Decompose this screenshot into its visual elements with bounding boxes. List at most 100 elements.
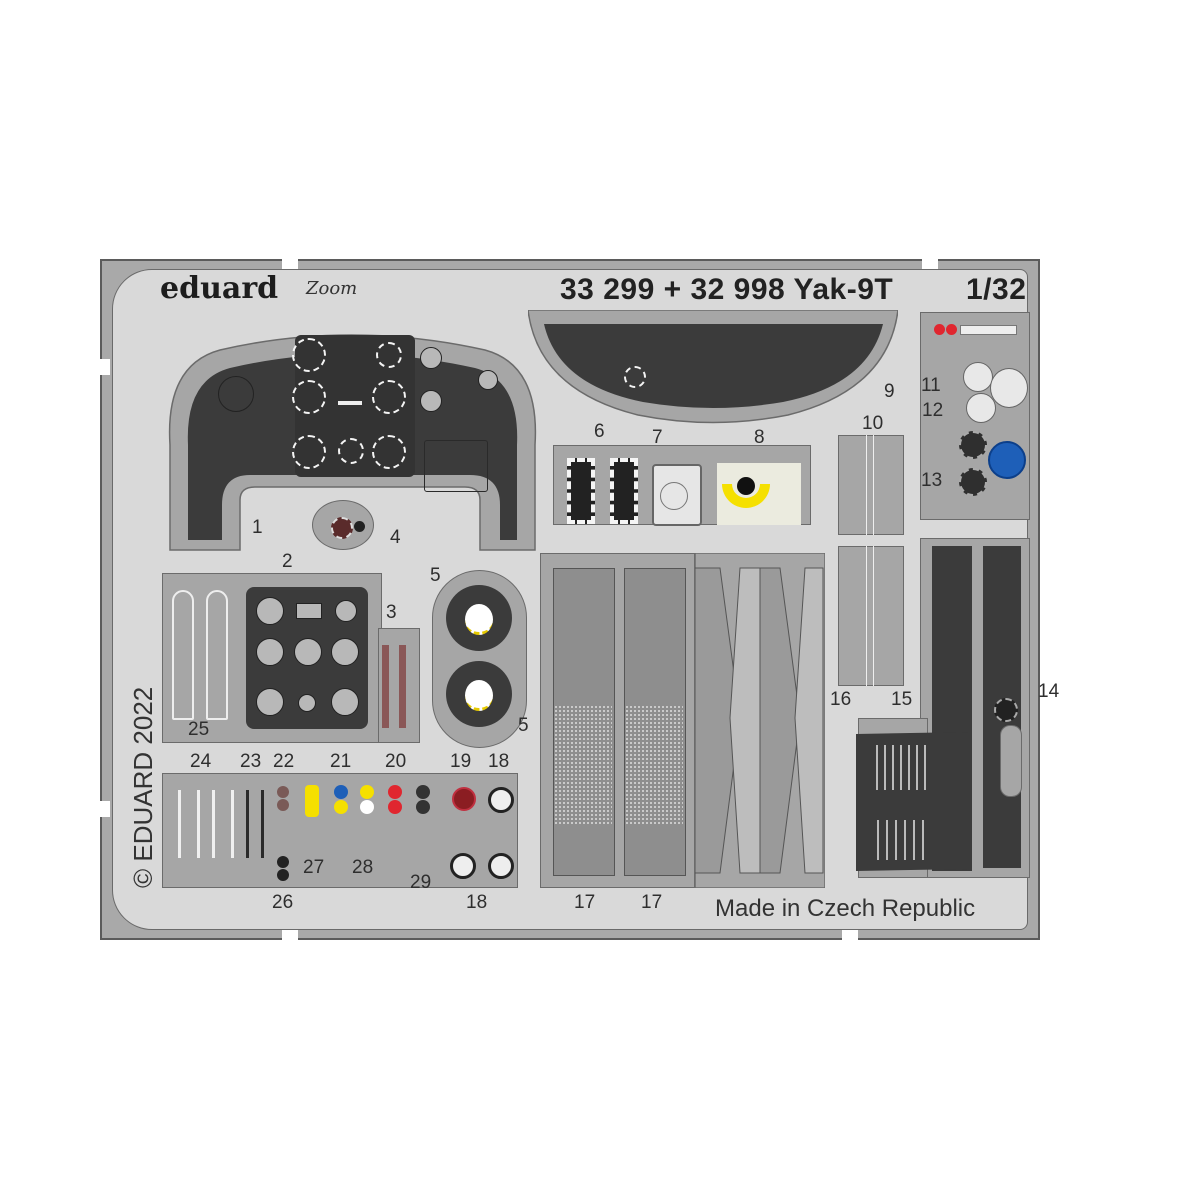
yellow-arc — [722, 484, 770, 508]
cutout — [1000, 725, 1022, 797]
part-label: 8 — [754, 427, 765, 448]
part-label: 15 — [891, 689, 913, 710]
gauge-icon — [376, 342, 402, 368]
placard-part-6 — [610, 458, 638, 524]
gauge-hole — [331, 688, 359, 716]
zoom-logo: Zoom — [306, 278, 358, 299]
gauge-hole — [331, 638, 359, 666]
wire-part-10 — [866, 435, 874, 535]
part-label: 5 — [518, 715, 529, 736]
knob-dark — [416, 800, 430, 814]
pedal-part-24 — [178, 790, 200, 858]
part-label: 11 — [921, 375, 941, 396]
part-label: 16 — [830, 689, 852, 710]
fret-gap — [100, 801, 110, 817]
pedal-part-24 — [212, 790, 234, 858]
reflector-icon — [465, 604, 493, 635]
panel-recess — [424, 440, 488, 492]
copyright-label: © EDUARD 2022 — [128, 686, 158, 888]
part-label: 23 — [240, 751, 262, 772]
part-label: 28 — [352, 857, 374, 878]
knob-black — [277, 869, 289, 881]
knob-yellow-part-27 — [305, 785, 319, 817]
window-hole — [296, 603, 322, 619]
made-in-label: Made in Czech Republic — [715, 895, 976, 922]
part-label: 19 — [450, 751, 472, 772]
part-label: 2 — [282, 551, 293, 572]
product-title: 33 299 + 32 998 Yak-9T — [560, 273, 894, 306]
part-label: 24 — [190, 751, 212, 772]
gauge-icon — [292, 380, 326, 414]
part-label: 20 — [385, 751, 407, 772]
part-label: 17 — [574, 892, 596, 913]
gauge-hole — [420, 347, 442, 369]
part-label: 21 — [330, 751, 352, 772]
fret-gap — [100, 359, 110, 375]
strap-part-3 — [382, 645, 389, 728]
gauge-icon — [959, 431, 987, 459]
brand-logo: eduard — [160, 271, 279, 306]
bar-part-11 — [960, 325, 1017, 335]
gauge-icon — [372, 435, 406, 469]
fret-gap — [842, 930, 858, 940]
tapered-strips — [694, 552, 826, 889]
part-label: 3 — [386, 602, 397, 623]
fret-gap — [282, 259, 298, 269]
gauge-hole — [256, 688, 284, 716]
light-red — [934, 324, 945, 335]
gauge-hole — [298, 694, 316, 712]
disc-part-11 — [963, 362, 993, 392]
part-label: 4 — [390, 527, 401, 548]
part-label: 10 — [862, 413, 884, 434]
part-label: 14 — [1038, 681, 1060, 702]
gauge-icon — [292, 338, 326, 372]
knob-brown — [277, 799, 289, 811]
belt-part-25 — [172, 590, 194, 720]
knob-icon — [737, 477, 755, 495]
gauge-hole — [294, 638, 322, 666]
knob-dark — [416, 785, 430, 799]
part-label: 22 — [273, 751, 295, 772]
coaming-part-9 — [527, 309, 899, 425]
part-label: 5 — [430, 565, 441, 586]
knob-blue — [334, 785, 348, 799]
part-label: 7 — [652, 427, 663, 448]
part-label: 27 — [303, 857, 325, 878]
blank-gauge-recess — [218, 376, 254, 412]
strip-part-10 — [838, 435, 904, 535]
placard-part-6 — [567, 458, 595, 524]
valve-red-part-19 — [452, 787, 476, 811]
dial-icon — [994, 698, 1018, 722]
valve-part-18 — [450, 853, 476, 879]
knob-yellow — [334, 800, 348, 814]
gauge-hole — [256, 597, 284, 625]
gauge-icon — [959, 468, 987, 496]
belt-part-25 — [206, 590, 228, 720]
gauge-icon — [338, 438, 364, 464]
valve-part-18 — [488, 853, 514, 879]
knob-brown — [277, 786, 289, 798]
tread-texture — [554, 705, 612, 825]
knob-icon — [354, 521, 365, 532]
knob-white — [360, 800, 374, 814]
attitude-indicator-icon — [338, 385, 362, 405]
disc-part-12 — [966, 393, 996, 423]
part-label: 29 — [410, 872, 432, 893]
fret-gap — [282, 930, 298, 940]
wire-part-15-16 — [866, 546, 874, 686]
strap-part-3 — [399, 645, 406, 728]
gauge-icon — [624, 366, 646, 388]
fret-gap — [922, 259, 938, 269]
reflector-icon — [465, 680, 493, 711]
tread-texture — [625, 705, 683, 825]
regulator-part-11 — [990, 368, 1028, 408]
knob-black — [277, 856, 289, 868]
dial-icon — [660, 482, 688, 510]
gauge-hole — [335, 600, 357, 622]
oxygen-valve-blue — [988, 441, 1026, 479]
gauge-hole — [478, 370, 498, 390]
knob-red — [388, 785, 402, 799]
strip-part-15-16 — [838, 546, 904, 686]
part-label: 1 — [252, 517, 263, 538]
gauge-hole — [420, 390, 442, 412]
